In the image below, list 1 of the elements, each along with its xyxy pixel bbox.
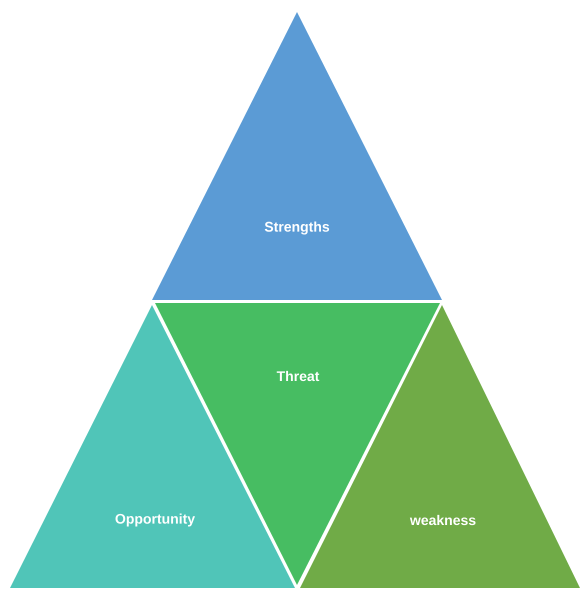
- triangle-segment: Strengths: [152, 12, 442, 300]
